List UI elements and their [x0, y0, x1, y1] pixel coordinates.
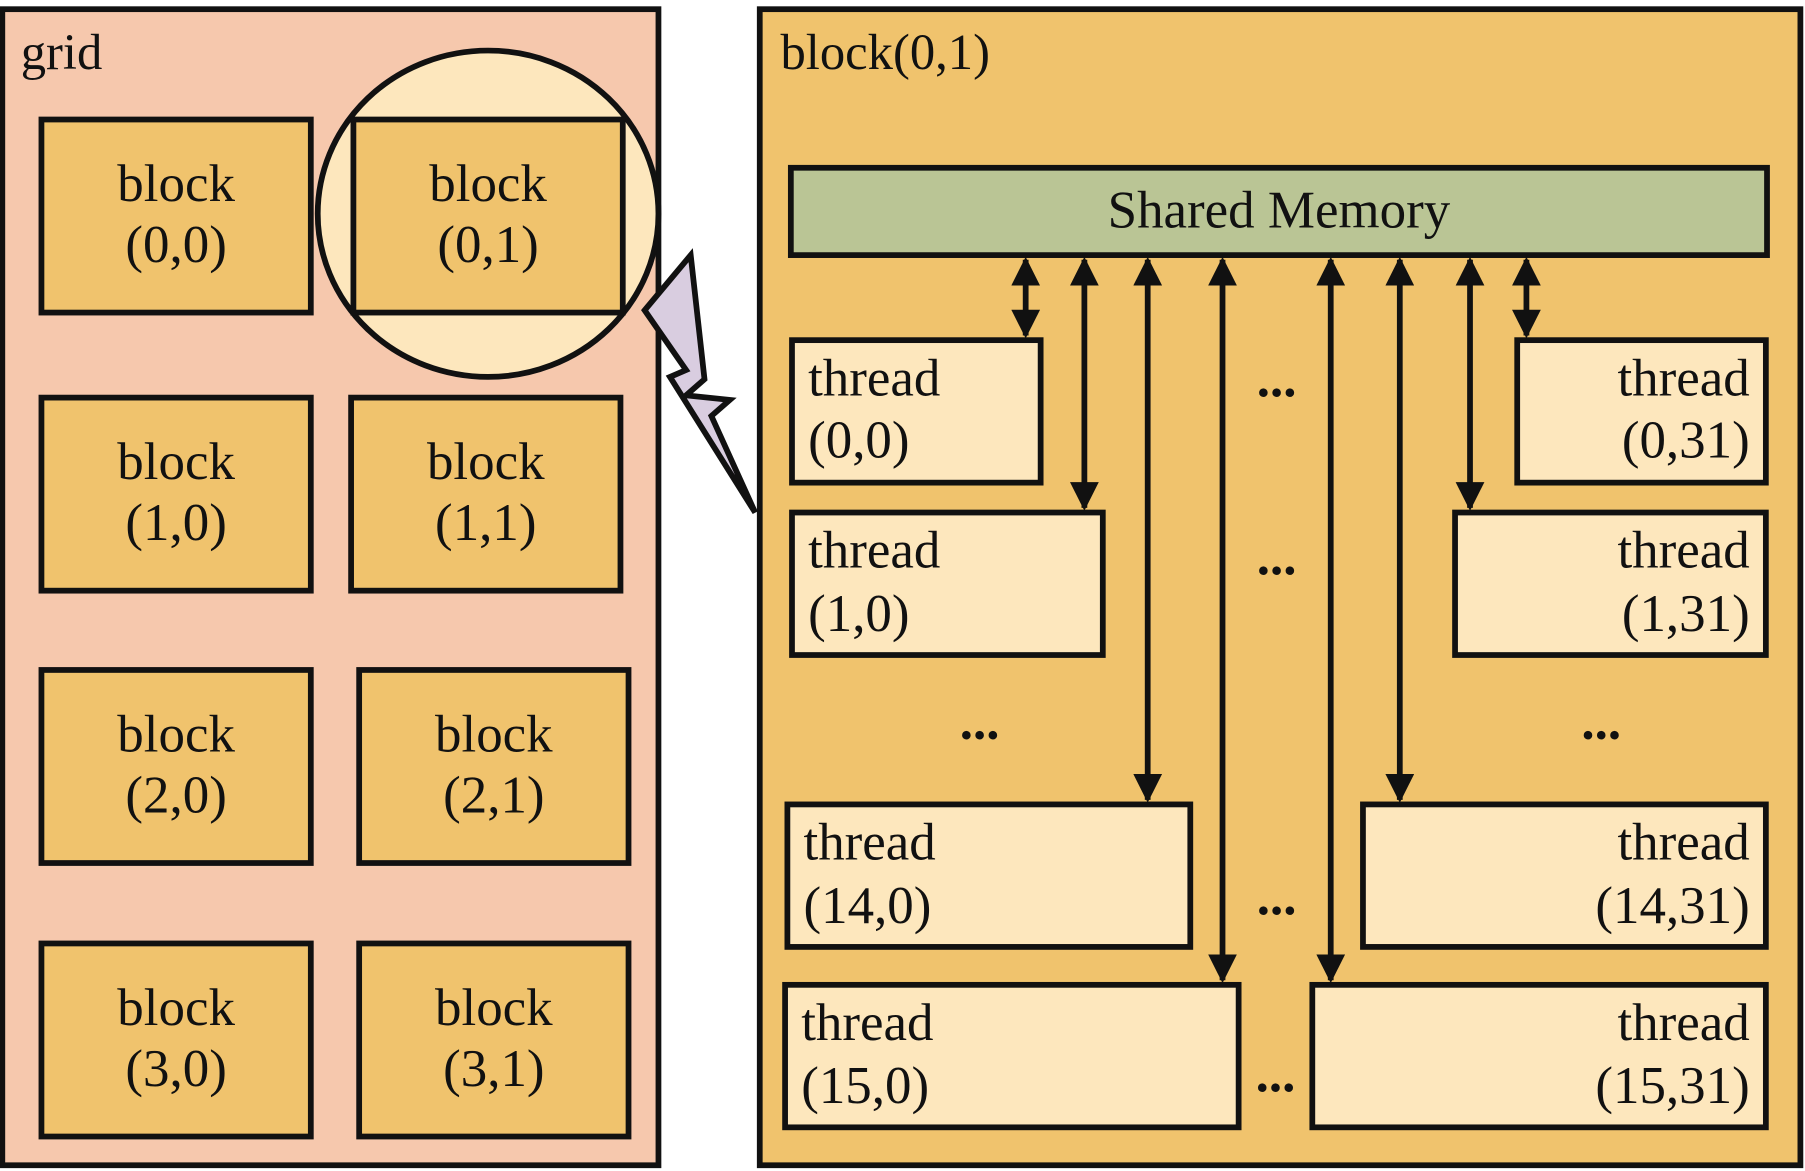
lightning-icon	[641, 248, 758, 515]
ellipsis: ...	[1257, 529, 1297, 587]
thread-index: (0,0)	[808, 411, 909, 469]
block-index: (1,1)	[435, 494, 536, 552]
ellipsis: ...	[960, 693, 1000, 751]
thread-label: thread	[1617, 814, 1749, 872]
grid-block[interactable]: block (0,0)	[38, 116, 314, 316]
grid-block[interactable]: block (2,1)	[356, 667, 632, 866]
grid-panel: grid block (0,0) block (0,1) block (1,0)…	[0, 6, 662, 1169]
block-label: block	[117, 433, 235, 491]
block-label: block	[117, 706, 235, 764]
grid-block[interactable]: block (3,1)	[356, 940, 632, 1140]
block-index: (3,1)	[443, 1040, 544, 1098]
block-detail-label: block(0,1)	[780, 24, 990, 80]
grid-block-highlighted[interactable]: block (0,1)	[350, 116, 626, 316]
grid-block[interactable]: block (2,0)	[38, 667, 314, 866]
thread-label: thread	[808, 349, 940, 407]
ellipsis-group: ... ... ... ... ... ...	[960, 351, 1621, 1104]
thread-label: thread	[1617, 349, 1749, 407]
thread-index: (15,31)	[1595, 1057, 1749, 1115]
block-index: (2,1)	[443, 766, 544, 824]
block-index: (2,0)	[125, 766, 226, 824]
thread-box-right[interactable]: thread (1,31)	[1452, 509, 1769, 658]
thread-index: (14,0)	[804, 877, 932, 935]
grid-label: grid	[21, 24, 103, 80]
block-label: block	[429, 155, 547, 213]
grid-block[interactable]: block (3,0)	[38, 940, 314, 1140]
shared-memory-label: Shared Memory	[1108, 182, 1451, 240]
arrows	[1011, 256, 1541, 984]
block-label: block	[427, 433, 545, 491]
block-index: (0,1)	[437, 216, 538, 274]
ellipsis: ...	[1257, 351, 1297, 409]
block-label: block	[117, 155, 235, 213]
thread-index: (15,0)	[801, 1057, 929, 1115]
thread-label: thread	[801, 994, 933, 1052]
thread-box-left[interactable]: thread (14,0)	[784, 801, 1194, 950]
thread-index: (1,0)	[808, 585, 909, 643]
block-index: (1,0)	[125, 494, 226, 552]
block-label: block	[435, 706, 553, 764]
block-detail-panel: block(0,1) Shared Memory thread (0,0) th…	[756, 6, 1804, 1169]
ellipsis: ...	[1257, 869, 1297, 927]
thread-box-right[interactable]: thread (14,31)	[1360, 801, 1769, 950]
ellipsis: ...	[1581, 693, 1621, 751]
block-index: (3,0)	[125, 1040, 226, 1098]
thread-box-right[interactable]: thread (0,31)	[1514, 337, 1769, 486]
thread-box-right[interactable]: thread (15,31)	[1309, 981, 1769, 1131]
thread-label: thread	[808, 522, 940, 580]
thread-box-left[interactable]: thread (0,0)	[789, 337, 1044, 486]
block-label: block	[117, 979, 235, 1037]
thread-index: (0,31)	[1622, 411, 1750, 469]
grid-block[interactable]: block (1,0)	[38, 394, 314, 594]
thread-label: thread	[804, 814, 936, 872]
thread-box-left[interactable]: thread (1,0)	[789, 509, 1106, 658]
block-index: (0,0)	[125, 216, 226, 274]
thread-index: (1,31)	[1622, 585, 1750, 643]
thread-label: thread	[1617, 994, 1749, 1052]
ellipsis: ...	[1256, 1046, 1296, 1104]
thread-box-left[interactable]: thread (15,0)	[782, 981, 1242, 1131]
block-label: block	[435, 979, 553, 1037]
thread-index: (14,31)	[1595, 877, 1749, 935]
shared-memory[interactable]: Shared Memory	[787, 164, 1770, 258]
grid-block[interactable]: block (1,1)	[348, 394, 624, 594]
thread-label: thread	[1617, 522, 1749, 580]
